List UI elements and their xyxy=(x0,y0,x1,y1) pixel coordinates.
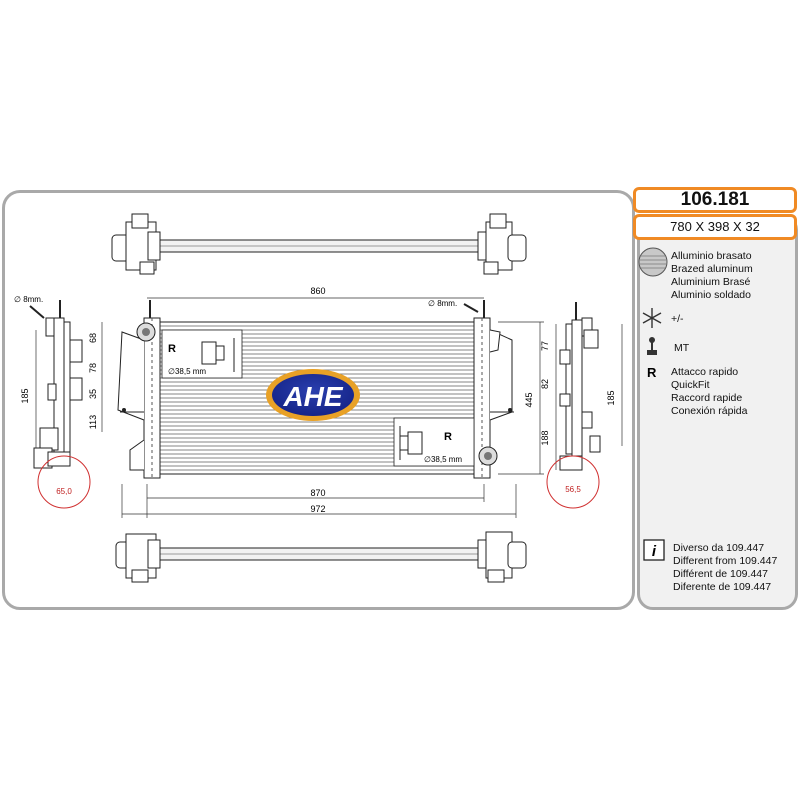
brazed-aluminum-icon xyxy=(638,247,668,277)
left-dim-68: 68 xyxy=(88,333,98,343)
info-list: Diverso da 109.447 Different from 109.44… xyxy=(673,542,777,594)
detail-circle-right xyxy=(546,455,600,509)
conn-right-r: R xyxy=(444,431,452,443)
material-line: Alluminio brasato xyxy=(671,250,752,262)
right-dim-77: 77 xyxy=(540,341,550,351)
info-line: Diverso da 109.447 xyxy=(673,542,765,554)
dim-972: 972 xyxy=(310,504,325,514)
quick-connect-line: Raccord rapide xyxy=(671,392,743,404)
logo-text: AHE xyxy=(282,381,343,412)
conn-right-diameter: ∅38,5 mm xyxy=(424,455,462,464)
product-code: 106.181 xyxy=(633,187,797,213)
material-line: Aluminio soldado xyxy=(671,289,751,301)
detail-circle-left xyxy=(37,455,91,509)
dim-860: 860 xyxy=(310,286,325,296)
quick-connect-symbol: R xyxy=(647,365,657,380)
quick-connect-line: Conexión rápida xyxy=(671,405,748,417)
quick-connect-line: QuickFit xyxy=(671,379,710,391)
left-dim-35: 35 xyxy=(88,389,98,399)
quick-connect-line: Attacco rapido xyxy=(671,366,739,378)
quick-connect-list: Attacco rapido QuickFit Raccord rapide C… xyxy=(671,366,747,418)
material-line: Aluminium Brasé xyxy=(671,276,751,288)
gear-shift-icon xyxy=(647,337,657,355)
svg-text:i: i xyxy=(652,543,657,560)
dim-445: 445 xyxy=(524,392,534,407)
left-side-view xyxy=(33,300,83,469)
right-dim-82: 82 xyxy=(540,379,550,389)
right-dim-185: 185 xyxy=(606,390,616,405)
snowflake-icon xyxy=(642,308,662,328)
right-side-view xyxy=(559,302,601,471)
info-line: Différent de 109.447 xyxy=(673,568,768,580)
info-line: Different from 109.447 xyxy=(673,555,778,567)
circle-left-label: 65,0 xyxy=(56,487,72,496)
hole-right-label: ∅ 8mm. xyxy=(428,299,457,308)
circle-right-label: 56,5 xyxy=(565,485,581,494)
conn-left-r: R xyxy=(168,343,176,355)
info-line: Diferente de 109.447 xyxy=(673,581,772,593)
dim-870: 870 xyxy=(310,488,325,498)
info-icon: i xyxy=(643,539,665,561)
materials-list: Alluminio brasato Brazed aluminum Alumin… xyxy=(671,250,753,302)
left-dim-113: 113 xyxy=(88,415,98,429)
transmission-label: MT xyxy=(674,342,690,354)
left-dim-185: 185 xyxy=(20,388,30,403)
right-dim-188: 188 xyxy=(540,430,550,445)
front-view xyxy=(117,300,514,479)
bottom-view xyxy=(115,531,527,583)
product-dimensions: 780 X 398 X 32 xyxy=(633,214,797,240)
top-view xyxy=(111,213,527,275)
hole-left-label: ∅ 8mm. xyxy=(14,295,43,304)
conn-left-diameter: ∅38,5 mm xyxy=(168,367,206,376)
left-dim-78: 78 xyxy=(88,363,98,373)
fan-label: +/- xyxy=(671,313,684,325)
material-line: Brazed aluminum xyxy=(671,263,753,275)
ahe-logo: AHE xyxy=(266,369,360,421)
